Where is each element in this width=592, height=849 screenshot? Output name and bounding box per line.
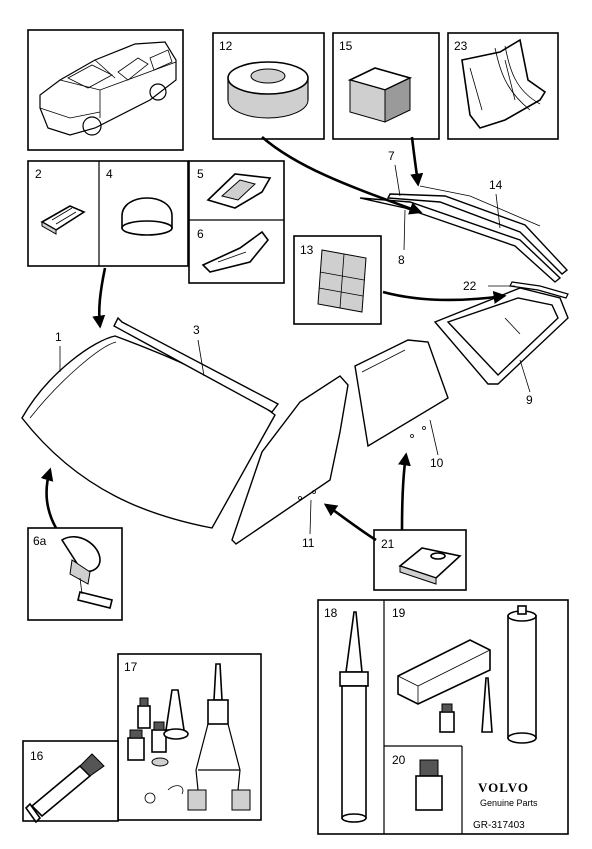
brand-block: VOLVO Genuine Parts GR-317403 (473, 780, 538, 831)
car-icon (39, 41, 177, 136)
callout-19: 19 (392, 606, 406, 620)
part-18-19-20-box: 18 19 20 VOLVO Genuine Parts (317, 599, 569, 835)
callout-21: 21 (381, 537, 395, 551)
door-glass-11 (231, 375, 349, 545)
callout-6a: 6a (33, 534, 47, 548)
callout-6: 6 (197, 227, 204, 241)
callout-12: 12 (219, 39, 233, 53)
callout-23: 23 (454, 39, 468, 53)
part-5-6-box: 5 6 (188, 160, 285, 284)
part-22-strip (509, 281, 569, 299)
part-13-box: 13 (293, 235, 382, 325)
tube-icon (24, 753, 105, 824)
bottle-20-icon (415, 759, 443, 811)
mirror-mount-icon (60, 536, 113, 609)
callout-16: 16 (30, 749, 44, 763)
callout-5: 5 (197, 167, 204, 181)
part-17-box: 17 (117, 653, 262, 821)
primer-kit-icon (397, 605, 537, 744)
part-6a-box: 6a (27, 527, 123, 621)
part-15-box: 15 (332, 32, 440, 140)
diagram-code: GR-317403 (473, 820, 525, 831)
retainer-clip-icon (398, 547, 462, 585)
cap-icon (121, 197, 173, 236)
callout-10: 10 (430, 456, 444, 470)
sealant-cartridge-icon (339, 611, 369, 823)
grommet-icon (227, 61, 309, 119)
part-21-box: 21 (373, 529, 467, 591)
callout-8: 8 (398, 253, 405, 267)
quarter-glass-9 (433, 287, 569, 385)
callout-20: 20 (392, 753, 406, 767)
callout-3: 3 (193, 323, 200, 337)
foam-block-icon (347, 67, 413, 123)
callout-4: 4 (106, 167, 113, 181)
part-3-strip (113, 316, 280, 413)
part-16-box: 16 (22, 740, 119, 824)
callout-14: 14 (489, 178, 503, 192)
callout-22: 22 (463, 279, 477, 293)
bracket-6-icon (201, 230, 270, 273)
brand-subtitle: Genuine Parts (480, 798, 538, 808)
callout-17: 17 (124, 660, 138, 674)
bracket-5-icon (206, 173, 272, 209)
roof-rails (359, 185, 569, 283)
callout-18: 18 (324, 606, 338, 620)
callout-15: 15 (339, 39, 353, 53)
rear-door-glass-10 (354, 339, 449, 448)
callout-1: 1 (55, 330, 62, 344)
part-2-4-box: 2 4 (27, 160, 189, 267)
adhesive-sheet-icon (317, 249, 367, 313)
callout-9: 9 (526, 393, 533, 407)
callout-11: 11 (302, 536, 315, 550)
trim-clip-icon (461, 38, 547, 129)
callout-7: 7 (388, 149, 395, 163)
glazing-tool-kit-icon (127, 663, 251, 811)
volvo-logo: VOLVO (478, 780, 529, 795)
car-overview-box (27, 29, 184, 151)
part-12-box: 12 (212, 32, 325, 140)
part-23-box: 23 (447, 32, 559, 140)
callout-13: 13 (300, 243, 314, 257)
clip-icon (40, 205, 86, 235)
arrows (40, 136, 507, 542)
callout-2: 2 (35, 167, 42, 181)
